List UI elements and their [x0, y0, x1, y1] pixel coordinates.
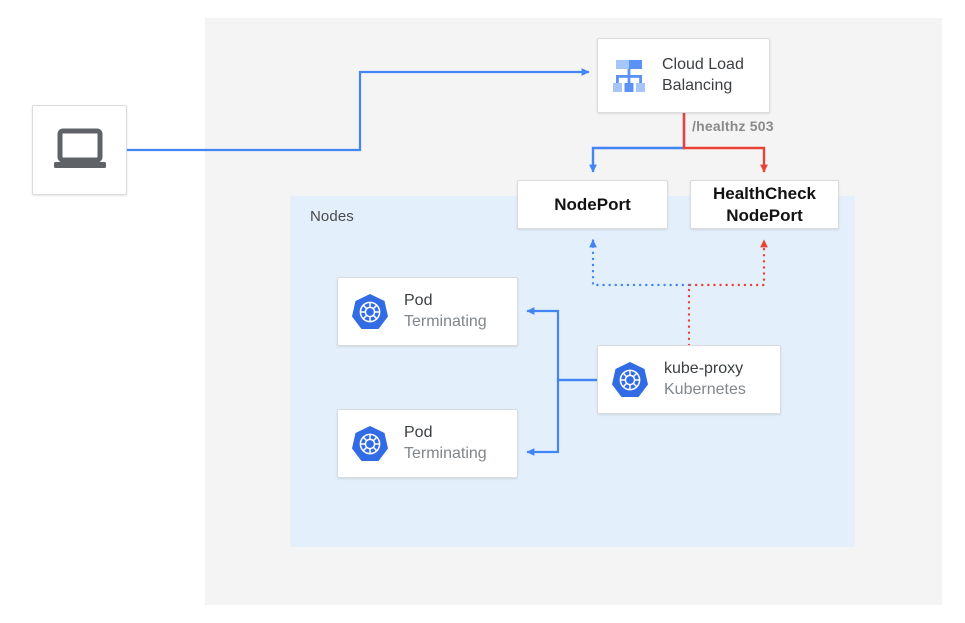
kube-proxy-subtitle: Kubernetes [664, 380, 746, 398]
cloud-load-balancing-line2: Balancing [662, 76, 733, 94]
nodeport-card[interactable]: NodePort [517, 180, 668, 229]
cloud-load-balancing-card[interactable]: Cloud Load Balancing [597, 38, 770, 113]
kubernetes-icon [350, 424, 390, 464]
healthz-edge-label: /healthz 503 [692, 118, 774, 134]
laptop-icon [52, 128, 108, 172]
pod-status-2: Terminating [404, 444, 487, 462]
nodeport-label: NodePort [554, 194, 631, 214]
nodes-group-label: Nodes [310, 208, 354, 225]
pod-text-2: Pod Terminating [404, 423, 487, 463]
kube-proxy-text: kube-proxy Kubernetes [664, 359, 746, 399]
pod-status-1: Terminating [404, 312, 487, 330]
pod-title-2: Pod [404, 424, 433, 442]
kubernetes-icon [610, 360, 650, 400]
client-card[interactable] [32, 105, 127, 195]
pod-card-2[interactable]: Pod Terminating [337, 409, 518, 478]
cloud-load-balancing-line1: Cloud Load [662, 56, 744, 74]
healthcheck-nodeport-card[interactable]: HealthCheck NodePort [690, 180, 839, 229]
pod-card-1[interactable]: Pod Terminating [337, 277, 518, 346]
cloud-load-balancing-text: Cloud Load Balancing [662, 55, 744, 95]
kube-proxy-card[interactable]: kube-proxy Kubernetes [597, 345, 781, 414]
healthcheck-nodeport-text: HealthCheck NodePort [713, 183, 816, 227]
kubernetes-icon [350, 292, 390, 332]
pod-text-1: Pod Terminating [404, 291, 487, 331]
cloud-load-balancing-icon [608, 54, 652, 98]
pod-title-1: Pod [404, 292, 433, 310]
healthcheck-nodeport-line2: NodePort [726, 205, 803, 225]
kube-proxy-title: kube-proxy [664, 360, 744, 378]
healthcheck-nodeport-line1: HealthCheck [713, 183, 816, 203]
